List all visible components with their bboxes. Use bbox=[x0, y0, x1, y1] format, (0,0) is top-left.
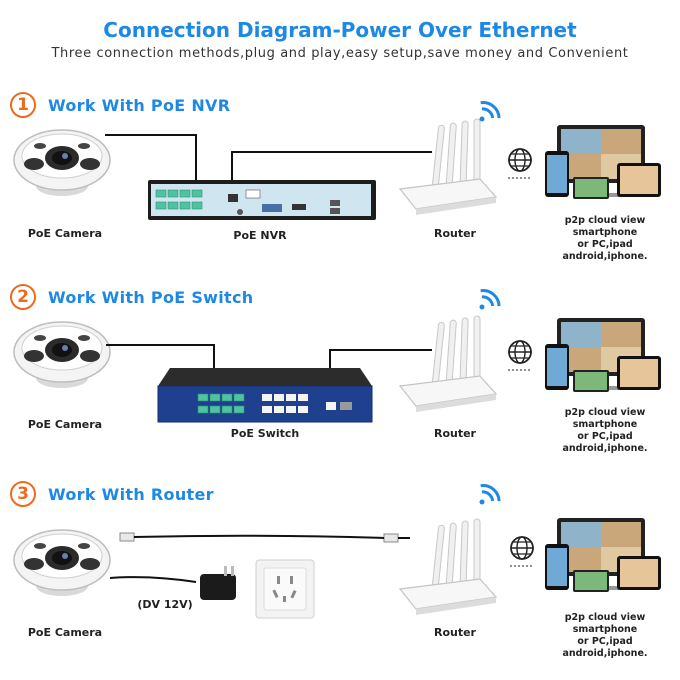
devices-icon bbox=[545, 318, 661, 392]
section-3-art bbox=[13, 480, 661, 619]
section-1-art bbox=[13, 97, 661, 220]
camera-label: PoE Camera bbox=[27, 626, 103, 639]
nvr-icon bbox=[148, 180, 376, 220]
section-number: 3 bbox=[10, 481, 36, 507]
ethernet-cable bbox=[231, 151, 432, 182]
dome-camera-icon bbox=[13, 321, 111, 389]
caption-line: p2p cloud view smartphone bbox=[564, 612, 646, 635]
router-icon bbox=[399, 518, 497, 616]
ethernet-cable bbox=[133, 534, 385, 539]
power-cable bbox=[109, 576, 197, 583]
devices-caption: p2p cloud view smartphone or PC,ipad and… bbox=[535, 612, 675, 660]
globe-icon bbox=[507, 340, 533, 371]
caption-line: or PC,ipad android,iphone. bbox=[562, 431, 648, 454]
section-title: Work With PoE Switch bbox=[48, 287, 254, 307]
poe-switch-icon bbox=[157, 368, 373, 423]
power-label: (DV 12V) bbox=[137, 598, 193, 611]
camera-label: PoE Camera bbox=[27, 227, 103, 240]
devices-caption: p2p cloud view smartphone or PC,ipad and… bbox=[535, 215, 675, 263]
wall-outlet-icon bbox=[255, 559, 315, 619]
router-icon bbox=[399, 315, 497, 413]
section-2-header: 2 Work With PoE Switch bbox=[10, 284, 253, 310]
section-title: Work With Router bbox=[48, 484, 214, 504]
ethernet-cable bbox=[105, 134, 197, 182]
wifi-icon bbox=[478, 97, 505, 123]
caption-line: p2p cloud view smartphone bbox=[564, 407, 646, 430]
globe-icon bbox=[509, 536, 535, 567]
camera-label: PoE Camera bbox=[27, 418, 103, 431]
power-adapter-icon bbox=[200, 566, 236, 600]
router-label: Router bbox=[433, 626, 476, 639]
globe-icon bbox=[507, 148, 533, 179]
section-3-header: 3 Work With Router bbox=[10, 481, 214, 507]
section-1-header: 1 Work With PoE NVR bbox=[10, 92, 230, 118]
page-subtitle: Three connection methods,plug and play,e… bbox=[51, 46, 629, 61]
caption-line: or PC,ipad android,iphone. bbox=[562, 239, 648, 262]
caption-line: or PC,ipad android,iphone. bbox=[562, 636, 648, 659]
section-2-art bbox=[13, 285, 661, 423]
switch-label: PoE Switch bbox=[230, 427, 300, 440]
dome-camera-icon bbox=[13, 529, 111, 597]
devices-caption: p2p cloud view smartphone or PC,ipad and… bbox=[535, 407, 675, 455]
section-number: 2 bbox=[10, 284, 36, 310]
dome-camera-icon bbox=[13, 129, 111, 197]
devices-icon bbox=[545, 125, 661, 199]
nvr-label: PoE NVR bbox=[233, 229, 287, 242]
section-title: Work With PoE NVR bbox=[48, 95, 231, 115]
router-label: Router bbox=[433, 227, 476, 240]
wifi-icon bbox=[478, 285, 505, 311]
router-icon bbox=[399, 118, 497, 216]
section-number: 1 bbox=[10, 92, 36, 118]
wifi-icon bbox=[478, 480, 505, 506]
router-label: Router bbox=[433, 427, 476, 440]
page-title: Connection Diagram-Power Over Ethernet bbox=[103, 18, 577, 42]
devices-icon bbox=[545, 518, 661, 592]
caption-line: p2p cloud view smartphone bbox=[564, 215, 646, 238]
